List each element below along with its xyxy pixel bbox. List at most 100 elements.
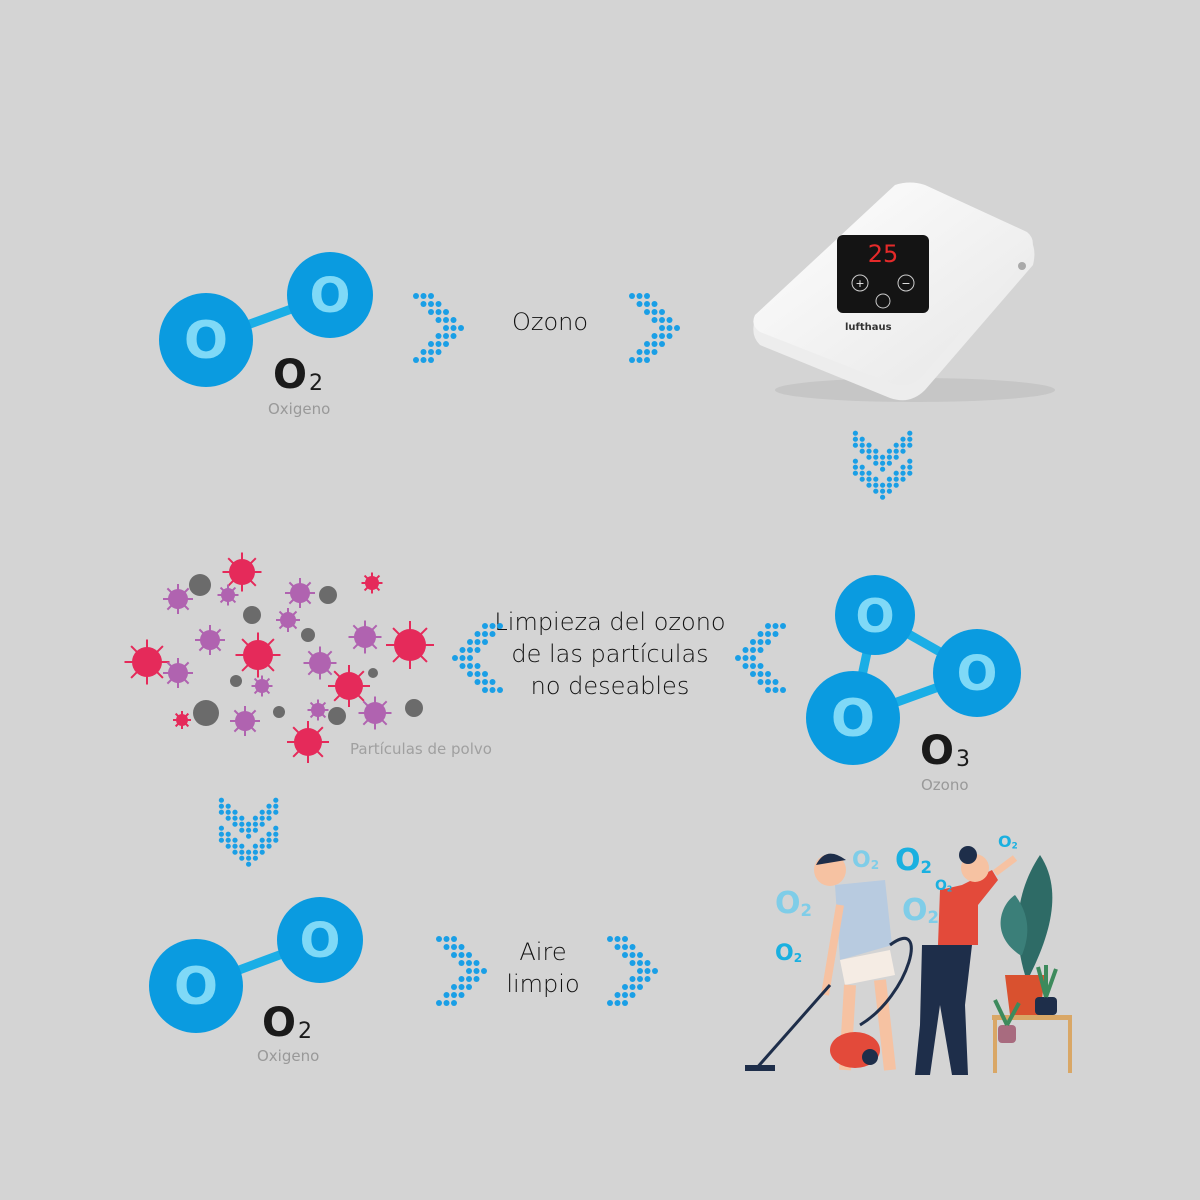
arrow-down-icon bbox=[216, 795, 288, 889]
arrow-dot bbox=[225, 815, 231, 821]
arrow-dot bbox=[458, 325, 464, 331]
arrow-dot bbox=[852, 464, 858, 470]
arrow-dot bbox=[651, 341, 658, 347]
arrow-dot bbox=[458, 992, 465, 998]
virus-particle bbox=[173, 711, 191, 729]
svg-text:O: O bbox=[957, 646, 998, 702]
arrow-dot bbox=[666, 325, 673, 331]
arrow-dot bbox=[273, 797, 279, 803]
particles-caption: Partículas de polvo bbox=[350, 740, 492, 758]
arrow-dot bbox=[428, 301, 434, 307]
arrow-dot bbox=[651, 309, 658, 315]
arrow-dot bbox=[644, 357, 650, 363]
dust-particle bbox=[301, 628, 315, 642]
arrow-dot bbox=[451, 944, 457, 950]
arrow-dot bbox=[637, 976, 643, 982]
dust-particle bbox=[230, 675, 242, 687]
arrow-dot bbox=[473, 976, 480, 982]
svg-text:−: − bbox=[901, 277, 910, 290]
cleaning-arrow-label: Limpieza del ozono de las partículas no … bbox=[494, 608, 726, 700]
arrow-dot bbox=[259, 837, 265, 843]
arrow-dot bbox=[644, 960, 651, 966]
arrow-dot bbox=[466, 984, 472, 990]
arrow-dot bbox=[652, 968, 658, 974]
arrow-dot bbox=[629, 357, 635, 363]
arrow-dot bbox=[225, 837, 231, 843]
arrow-left-icon bbox=[735, 622, 791, 698]
arrow-dot bbox=[651, 317, 658, 323]
arrow-dot bbox=[435, 301, 442, 307]
arrow-dot bbox=[614, 1000, 621, 1006]
arrow-dot bbox=[880, 466, 886, 472]
arrow-dot bbox=[420, 301, 427, 307]
virus-particle bbox=[303, 646, 337, 680]
arrow-dot bbox=[252, 821, 258, 827]
arrow-dot bbox=[420, 293, 427, 299]
power-button[interactable] bbox=[875, 293, 891, 309]
arrow-dot bbox=[900, 436, 906, 442]
arrow-dot bbox=[629, 984, 636, 990]
arrow-dot bbox=[482, 623, 488, 629]
svg-text:O: O bbox=[300, 913, 341, 969]
svg-text:O: O bbox=[855, 589, 894, 643]
virus-particle bbox=[358, 696, 392, 730]
arrow-dot bbox=[467, 655, 473, 661]
o2-label: O2 bbox=[998, 832, 1018, 852]
arrow-dot bbox=[859, 464, 865, 470]
arrow-dot bbox=[497, 687, 503, 693]
arrow-dot bbox=[866, 482, 872, 488]
arrow-dot bbox=[765, 679, 771, 685]
arrow-dot bbox=[482, 631, 488, 637]
arrow-dot bbox=[443, 309, 449, 315]
arrow-dot bbox=[886, 482, 892, 488]
arrow-dot bbox=[622, 984, 628, 990]
arrow-dot bbox=[636, 349, 643, 355]
o2-label: O2 bbox=[775, 941, 802, 966]
arrow-dot bbox=[435, 309, 442, 315]
arrow-dot bbox=[482, 687, 488, 693]
arrow-dot bbox=[443, 341, 449, 347]
arrow-dot bbox=[458, 960, 465, 966]
arrow-dot bbox=[474, 647, 481, 653]
arrow-dot bbox=[239, 849, 245, 855]
o3-molecule: O O O bbox=[806, 575, 1021, 765]
arrow-dot bbox=[467, 647, 473, 653]
arrow-dot bbox=[232, 821, 238, 827]
atom-letter: O bbox=[184, 311, 228, 371]
arrow-dot bbox=[232, 809, 238, 815]
arrow-dot bbox=[622, 944, 628, 950]
arrow-dot bbox=[246, 855, 252, 861]
arrow-dot bbox=[750, 671, 756, 677]
arrow-dot bbox=[636, 293, 643, 299]
arrow-dot bbox=[466, 960, 472, 966]
arrow-dot bbox=[900, 442, 906, 448]
arrow-dot bbox=[886, 448, 892, 454]
virus-particle bbox=[235, 632, 281, 678]
plus-button[interactable] bbox=[851, 274, 869, 292]
arrow-dot bbox=[259, 843, 265, 849]
arrow-dot bbox=[451, 1000, 457, 1006]
arrow-dot bbox=[443, 325, 449, 331]
arrow-dot bbox=[886, 460, 892, 466]
arrow-dot bbox=[607, 936, 613, 942]
arrow-dot bbox=[467, 671, 473, 677]
arrow-dot bbox=[614, 944, 621, 950]
arrow-dot bbox=[866, 454, 872, 460]
arrow-dot bbox=[907, 458, 913, 464]
svg-text:O: O bbox=[174, 957, 218, 1017]
arrow-dot bbox=[467, 663, 473, 669]
arrow-dot bbox=[757, 663, 764, 669]
o2-molecule-top: O O bbox=[159, 252, 373, 387]
arrow-dot bbox=[880, 482, 886, 488]
arrow-dot bbox=[893, 476, 899, 482]
arrow-dot bbox=[458, 984, 465, 990]
arrow-dot bbox=[473, 960, 480, 966]
minus-button[interactable] bbox=[897, 274, 915, 292]
arrow-dot bbox=[474, 631, 481, 637]
arrow-dot bbox=[443, 992, 450, 998]
arrow-dot bbox=[458, 944, 465, 950]
arrow-dot bbox=[266, 815, 272, 821]
virus-particle bbox=[328, 665, 370, 707]
arrow-dot bbox=[466, 952, 472, 958]
